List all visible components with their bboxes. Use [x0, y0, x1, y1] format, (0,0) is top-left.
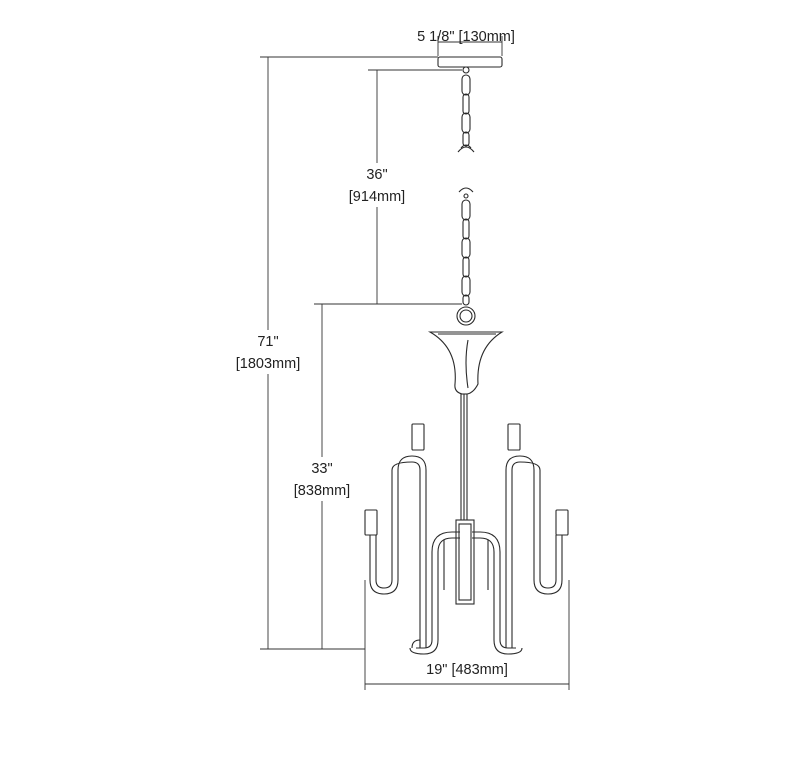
overall-height-mm: [1803mm]: [236, 356, 300, 372]
fixture-cup: [427, 331, 504, 395]
chain-upper: [457, 66, 475, 153]
canopy-width-dimension: 5 1/8" [130mm]: [417, 29, 515, 56]
canopy: [437, 56, 503, 68]
overall-height-inches: 71": [257, 334, 278, 350]
center-body: [455, 519, 475, 605]
chain-length-dimension: 36" [914mm]: [314, 69, 462, 305]
candle-socket-far-left: [364, 509, 378, 536]
candle-socket-far-right: [555, 509, 569, 536]
central-stem: [455, 393, 475, 605]
fixture-height-inches: 33": [311, 461, 332, 477]
candle-socket-right: [507, 423, 521, 451]
fixture-width-dimension: 19" [483mm]: [364, 580, 570, 690]
chandelier-arms: [369, 455, 563, 655]
chain-length-inches: 36": [366, 167, 387, 183]
canopy-width-label: 5 1/8" [130mm]: [417, 29, 515, 45]
fixture-height-dimension: 33" [838mm]: [282, 304, 364, 649]
suspension-loop: [456, 306, 476, 326]
fixture-width-label: 19" [483mm]: [426, 662, 508, 678]
candle-sockets: [364, 423, 569, 536]
overall-height-dimension: 71" [1803mm]: [226, 56, 438, 650]
fixture-height-mm: [838mm]: [294, 483, 350, 499]
candle-socket-left: [411, 423, 425, 451]
chain-length-mm: [914mm]: [349, 189, 405, 205]
chain-lower: [456, 187, 476, 326]
